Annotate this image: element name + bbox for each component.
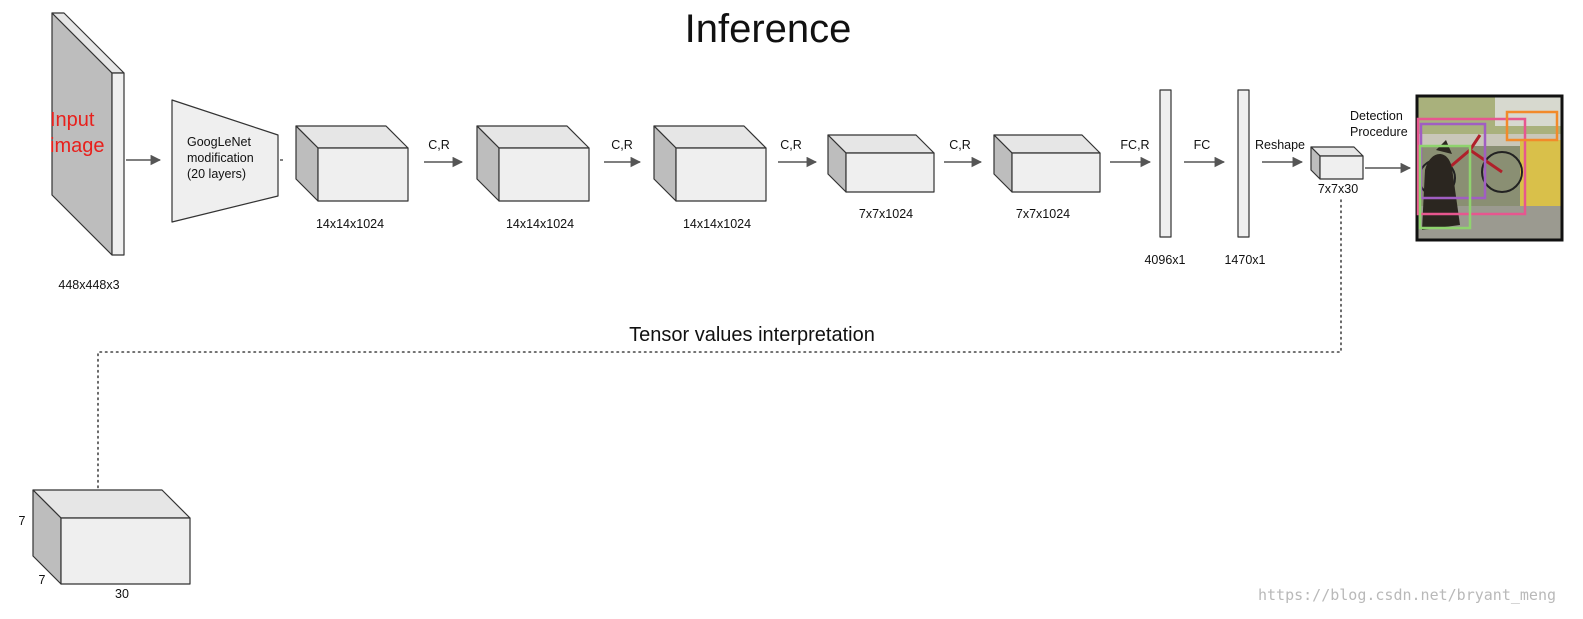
op-label-6: FC (1194, 138, 1211, 152)
fc-layer-2-dims: 1470x1 (1224, 253, 1265, 267)
conv-block-5 (993, 134, 1101, 193)
googlenet-label-line3: (20 layers) (187, 167, 246, 181)
op-label-7: Reshape (1255, 138, 1305, 152)
op-label-4: C,R (949, 138, 971, 152)
input-dims-label: 448x448x3 (58, 278, 119, 292)
detection-box-car (1505, 110, 1559, 142)
detection-result-image (1417, 96, 1562, 240)
googlenet-block (171, 99, 279, 223)
op-label-3: C,R (780, 138, 802, 152)
op-label-2: C,R (611, 138, 633, 152)
output-tensor-cube (1310, 146, 1364, 180)
detection-box-bicycle (1416, 117, 1527, 216)
tensor-interpretation-label: Tensor values interpretation (629, 324, 875, 346)
conv-block-1 (295, 125, 409, 202)
conv-block-1-dims: 14x14x1024 (316, 217, 384, 231)
input-image-label-line1: Input (50, 109, 95, 131)
conv-block-2 (476, 125, 590, 202)
conv-block-5-dims: 7x7x1024 (1016, 207, 1070, 221)
watermark: https://blog.csdn.net/bryant_meng (1258, 586, 1556, 604)
tensor-interpretation-box (32, 489, 191, 585)
tensor-width-label: 30 (115, 587, 129, 601)
input-image-label-line2: image (50, 135, 104, 157)
fc-layer-1 (1159, 89, 1172, 238)
googlenet-label-line2: modification (187, 151, 254, 165)
fc-layer-2 (1237, 89, 1250, 238)
detection-box-dog (1418, 144, 1472, 230)
tensor-interpretation-connector (97, 199, 1342, 489)
conv-block-3 (653, 125, 767, 202)
detection-label-line1: Detection (1350, 109, 1403, 123)
fc-layer-1-dims: 4096x1 (1144, 253, 1185, 267)
output-tensor-dims: 7x7x30 (1318, 182, 1358, 196)
googlenet-label-line1: GoogLeNet (187, 135, 251, 149)
tensor-depth-label: 7 (39, 573, 46, 587)
tensor-height-label: 7 (19, 514, 26, 528)
conv-block-3-dims: 14x14x1024 (683, 217, 751, 231)
conv-block-4-dims: 7x7x1024 (859, 207, 913, 221)
conv-block-2-dims: 14x14x1024 (506, 217, 574, 231)
op-label-5: FC,R (1120, 138, 1149, 152)
conv-block-4 (827, 134, 935, 193)
diagram-title: Inference (685, 7, 852, 51)
detection-label-line2: Procedure (1350, 125, 1408, 139)
input-image-slab (51, 12, 125, 256)
op-label-1: C,R (428, 138, 450, 152)
